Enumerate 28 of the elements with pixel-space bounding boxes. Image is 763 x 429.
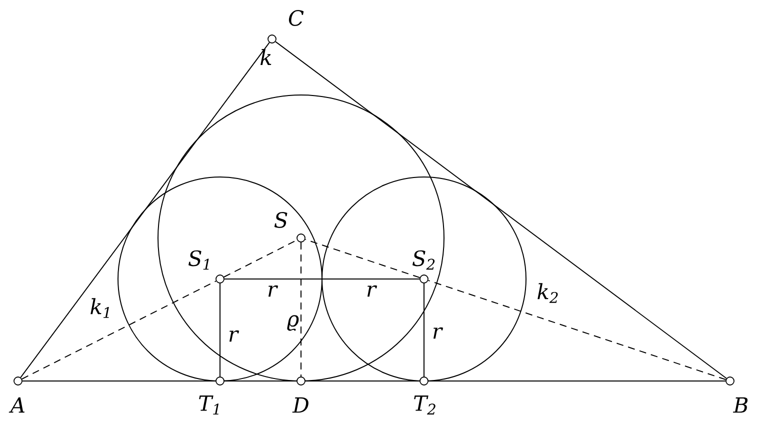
line-segment [224, 380, 298, 382]
math-label: k$_{2}$ [538, 283, 558, 303]
line-segment [300, 242, 302, 378]
line-segment [22, 380, 216, 382]
line-segment [304, 238, 420, 278]
point-label: T$_{2}$ [414, 395, 436, 415]
point-label: S$_{2}$ [412, 250, 435, 270]
point-label: C [288, 10, 304, 26]
math-label: r [229, 330, 240, 342]
math-label: k$_{1}$ [90, 298, 109, 318]
line-segment [428, 280, 726, 380]
line-segment [304, 380, 420, 382]
point-label: T$_{1}$ [199, 395, 219, 415]
math-label: r [367, 285, 378, 297]
line-segment [275, 41, 727, 379]
point-label: B [732, 397, 748, 413]
line-segment [20, 42, 270, 378]
point-label: S$_{1}$ [188, 250, 209, 270]
line-segment [21, 280, 217, 380]
point-label: S [274, 212, 288, 228]
line-segment [224, 278, 420, 280]
point-label: A [8, 397, 25, 413]
math-label: k [260, 49, 272, 65]
math-label: r [433, 327, 444, 339]
point-label: D [292, 397, 308, 413]
math-label: ϱ [287, 315, 299, 331]
line-segment [428, 380, 726, 382]
math-label: r [268, 285, 278, 297]
